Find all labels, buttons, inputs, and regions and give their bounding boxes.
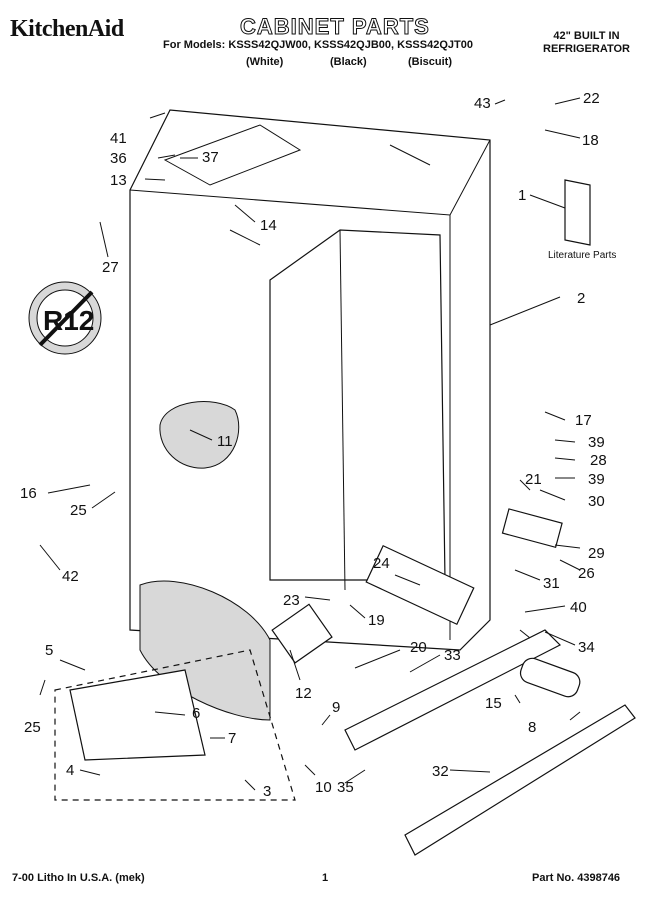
callout-6: 6 bbox=[192, 705, 200, 722]
callout-33: 33 bbox=[444, 647, 461, 664]
callout-1: 1 bbox=[518, 187, 526, 204]
hinge-29 bbox=[501, 508, 563, 549]
no-r12-symbol: R12 bbox=[28, 281, 102, 355]
control-box-outline bbox=[54, 649, 296, 801]
color-biscuit: (Biscuit) bbox=[408, 56, 452, 68]
callout-24: 24 bbox=[373, 555, 390, 572]
callout-26: 26 bbox=[578, 565, 595, 582]
callout-9: 9 bbox=[332, 699, 340, 716]
literature-parts-label: Literature Parts bbox=[548, 250, 617, 261]
callout-32: 32 bbox=[432, 763, 449, 780]
callout-2: 2 bbox=[577, 290, 585, 307]
callout-16: 16 bbox=[20, 485, 37, 502]
duct-12 bbox=[271, 603, 333, 664]
kick-plate bbox=[404, 704, 636, 856]
callout-3: 3 bbox=[263, 783, 271, 800]
callout-13: 13 bbox=[110, 172, 127, 189]
callout-29: 29 bbox=[588, 545, 605, 562]
callout-30: 30 bbox=[588, 493, 605, 510]
callout-42: 42 bbox=[62, 568, 79, 585]
page-title: CABINET PARTS bbox=[240, 14, 430, 40]
footer-print-info: 7-00 Litho In U.S.A. (mek) bbox=[12, 872, 145, 884]
callout-40: 40 bbox=[570, 599, 587, 616]
callout-5: 5 bbox=[45, 642, 53, 659]
footer-part-number: Part No. 4398746 bbox=[532, 872, 621, 884]
callout-10: 10 bbox=[315, 779, 332, 796]
callout-41: 41 bbox=[110, 130, 127, 147]
callout-17: 17 bbox=[575, 412, 592, 429]
callout-18: 18 bbox=[582, 132, 599, 149]
footer-page-number: 1 bbox=[322, 872, 329, 884]
literature-booklet bbox=[564, 179, 591, 246]
callout-31: 31 bbox=[543, 575, 560, 592]
product-line-1: 42" BUILT IN bbox=[553, 30, 620, 42]
cabinet-access-hole bbox=[159, 401, 240, 469]
callout-36: 36 bbox=[110, 150, 127, 167]
cabinet-shell bbox=[129, 109, 491, 651]
model-list: For Models: KSSS42QJW00, KSSS42QJB00, KS… bbox=[163, 39, 473, 51]
callout-20: 20 bbox=[410, 639, 427, 656]
callout-labels: 1 2 3 4 5 6 7 8 9 10 11 12 13 14 15 16 1… bbox=[20, 90, 607, 800]
callout-43: 43 bbox=[474, 95, 491, 112]
callout-34: 34 bbox=[578, 639, 595, 656]
color-black: (Black) bbox=[330, 56, 367, 68]
callout-7: 7 bbox=[228, 730, 236, 747]
callout-22: 22 bbox=[583, 90, 600, 107]
callout-28: 28 bbox=[590, 452, 607, 469]
leader-lines bbox=[39, 97, 581, 791]
callout-14: 14 bbox=[260, 217, 277, 234]
callout-21: 21 bbox=[525, 471, 542, 488]
callout-11: 11 bbox=[217, 433, 233, 450]
callout-12: 12 bbox=[295, 685, 312, 702]
callout-23: 23 bbox=[283, 592, 300, 609]
callout-19: 19 bbox=[368, 612, 385, 629]
callout-27: 27 bbox=[102, 259, 119, 276]
color-white: (White) bbox=[246, 56, 284, 68]
callout-39-lower: 39 bbox=[588, 471, 605, 488]
callout-8: 8 bbox=[528, 719, 536, 736]
product-line-2: REFRIGERATOR bbox=[543, 43, 630, 55]
callout-15: 15 bbox=[485, 695, 502, 712]
callout-4: 4 bbox=[66, 762, 74, 779]
callout-35: 35 bbox=[337, 779, 354, 796]
roller-15 bbox=[519, 657, 581, 698]
callout-25-top: 25 bbox=[70, 502, 87, 519]
control-housing bbox=[69, 669, 206, 761]
toe-grille bbox=[344, 629, 562, 751]
product-type: 42" BUILT IN REFRIGERATOR bbox=[543, 30, 630, 56]
callout-37: 37 bbox=[202, 149, 219, 166]
brand-logo: KitchenAid bbox=[10, 16, 124, 42]
callout-25-bottom: 25 bbox=[24, 719, 41, 736]
callout-39-upper: 39 bbox=[588, 434, 605, 451]
